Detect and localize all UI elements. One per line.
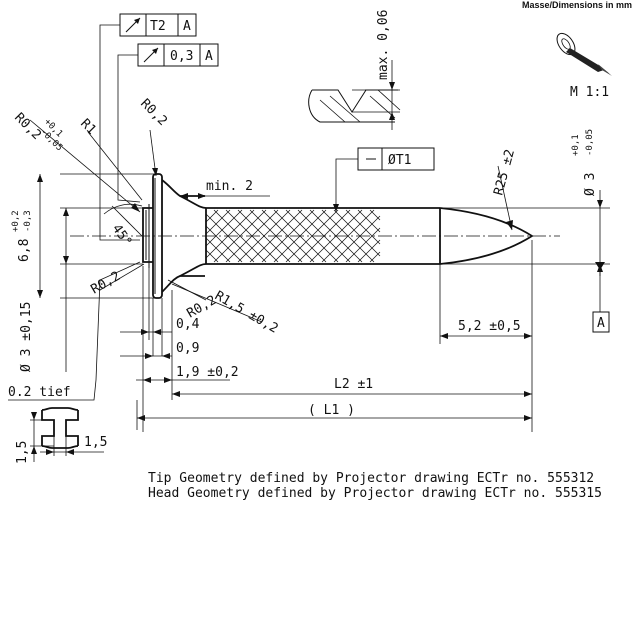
d19-label: 1,9 ±0,2 [176,365,239,380]
pin-thumbnail-icon [556,32,612,76]
r02-top-label: R0,2 [137,96,170,129]
runout-tip-frame: T2 A [119,13,197,37]
scale-label: M 1:1 [570,85,609,100]
d04-label: 0,4 [176,317,200,332]
knurl-profile-detail [308,60,401,130]
collar-dia-label: Ø 3 ±0,15 [19,302,34,372]
head-dia-tol-lower: -0,3 [23,210,33,232]
shank-dia-tol-upper: +0,1 [571,134,581,156]
head-geometry-note: Head Geometry defined by Projector drawi… [148,486,602,501]
r25-label: R25 ±2 [491,148,518,197]
runout-tip-value: T2 [150,19,166,34]
r02-left-label: R0,2 [89,269,124,298]
tip-geometry-note: Tip Geometry defined by Projector drawin… [148,471,594,486]
r02-head-label: R0,2 [11,110,44,143]
head-dia-tol-upper: +0,2 [11,210,21,232]
runout-head-frame: 0,3 A [137,43,219,67]
max-depth-label: max. 0,06 [376,10,391,80]
d15a-label: 1,5 [15,441,30,464]
d09-label: 0,9 [176,341,199,356]
d15b-label: 1,5 [84,435,107,450]
tief-label: 0.2 tief [8,385,71,400]
l2-label: L2 ±1 [334,377,373,392]
pin-outline [142,173,534,299]
knurl-pattern [205,209,381,263]
runout-head-value: 0,3 [170,49,193,64]
runout-head-datum: A [205,49,213,64]
l1-label: ( L1 ) [308,403,355,418]
min2-label: min. 2 [206,179,253,194]
shank-diameter-value: ØT1 [388,153,411,168]
datum-a-marker: A [592,262,610,333]
tip-len-label: 5,2 ±0,5 [458,319,521,334]
shank-diameter-frame: ØT1 [333,147,435,212]
r15-label: R1,5 ±0,2 [212,288,281,336]
shank-dia-label: Ø 3 [583,173,598,196]
units-label: Masse/Dimensions in mm [522,0,632,10]
collar-profile-detail [30,407,104,462]
shank-dia-tol-lower: -0,05 [585,129,595,156]
head-dia-label: 6,8 [17,239,32,262]
angle-label: 45° [109,222,135,250]
runout-tip-datum: A [183,19,191,34]
datum-a-label: A [597,316,605,331]
r1-label: R1 [77,116,99,138]
